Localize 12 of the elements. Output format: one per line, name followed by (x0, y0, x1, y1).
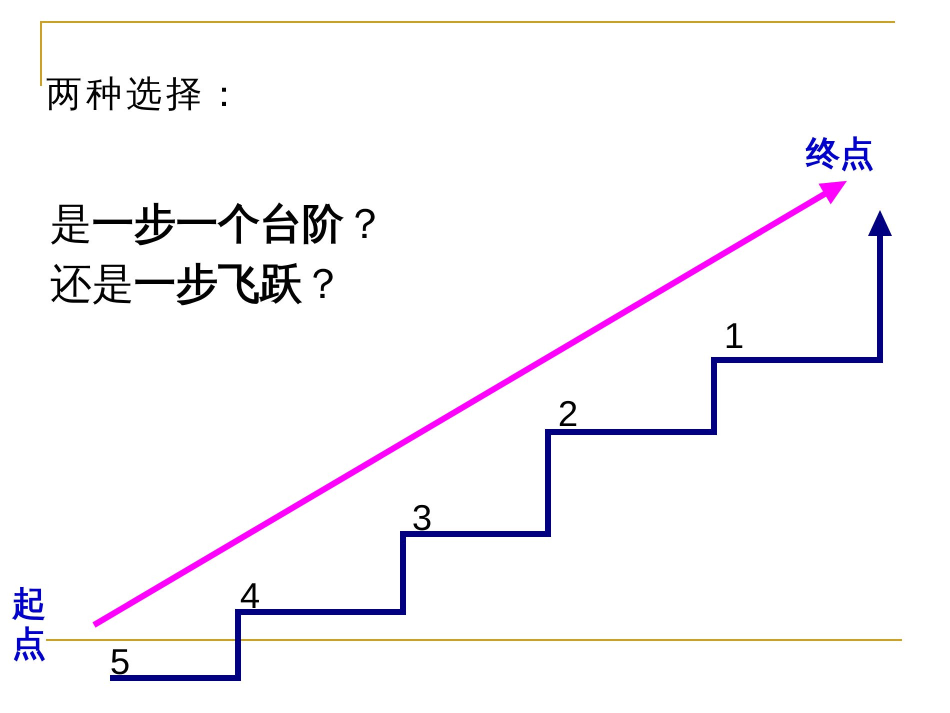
step-number: 2 (558, 396, 578, 432)
step-number: 5 (110, 644, 130, 680)
question-text: 是一步一个台阶？ (50, 201, 386, 250)
arrow (92, 180, 847, 628)
step-number: 3 (412, 500, 432, 536)
question-text: 还是一步飞跃？ (50, 261, 344, 310)
endpoint-label: 起点 (12, 584, 54, 664)
step-number: 4 (240, 578, 260, 614)
step-number: 1 (724, 318, 744, 354)
stair-arrow (110, 210, 892, 681)
endpoint-label: 终点 (806, 134, 896, 174)
title: 两种选择： (46, 73, 246, 116)
